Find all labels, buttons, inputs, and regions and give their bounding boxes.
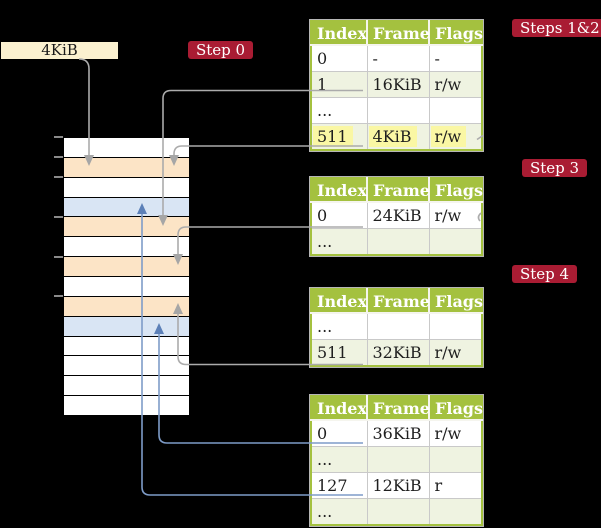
table-cell: ...	[311, 446, 368, 473]
table-cell: r/w	[428, 419, 482, 447]
table-cell: 16KiB	[366, 71, 430, 98]
memory-frame-row	[64, 237, 189, 258]
memory-frame-row	[64, 138, 189, 158]
table-cell: 24KiB	[366, 201, 430, 229]
table-cell: 511	[311, 339, 368, 366]
table-row: 0--	[311, 44, 482, 72]
table-row: ...	[311, 498, 482, 525]
memory-frame-row	[64, 277, 189, 297]
table-cell: 36KiB	[366, 419, 430, 447]
memory-frame-row	[64, 257, 189, 278]
steps-1-2-badge: Steps 1&2	[512, 19, 601, 37]
table-cell: -	[366, 44, 430, 72]
memory-frame-row	[64, 157, 189, 178]
column-header: Flags	[429, 21, 483, 46]
step-3-badge: Step 3	[522, 159, 588, 177]
step-0-badge: Step 0	[188, 41, 254, 59]
column-header: Frame	[367, 178, 430, 203]
memory-frame-row	[64, 217, 189, 238]
physical-memory-stack	[63, 137, 190, 416]
table-cell	[366, 312, 430, 340]
step-4-badge: Step 4	[512, 265, 578, 283]
table-row: ...	[311, 312, 482, 340]
table-cell	[428, 228, 482, 255]
table-cell: 0	[311, 419, 368, 447]
table-cell	[428, 97, 482, 124]
memory-frame-row	[64, 197, 189, 218]
table-cell	[366, 446, 430, 473]
table-cell	[366, 97, 430, 124]
memory-frame-row	[64, 177, 189, 198]
table-cell: ...	[311, 97, 368, 124]
table-row: ...	[311, 228, 482, 255]
table-cell	[366, 498, 430, 525]
table-cell: ...	[311, 498, 368, 525]
table-cell: 12KiB	[366, 472, 430, 499]
column-header: Flags	[429, 396, 483, 421]
memory-tick	[54, 295, 63, 298]
column-header: Flags	[429, 289, 483, 314]
memory-frame-row	[64, 396, 189, 416]
memory-tick	[54, 215, 63, 218]
column-header: Flags	[429, 178, 483, 203]
table-cell: 0	[311, 201, 368, 229]
memory-tick	[54, 255, 63, 258]
memory-tick	[54, 155, 63, 158]
column-header: Index	[311, 178, 368, 203]
column-header: Frame	[367, 396, 430, 421]
table-cell	[428, 446, 482, 473]
table-cell: 1	[311, 71, 368, 98]
frame-size-label: 4KiB	[1, 42, 118, 59]
highlighted-value: 4KiB	[368, 126, 417, 147]
memory-frame-row	[64, 316, 189, 337]
table-row: 511 4KiB r/w	[311, 123, 482, 150]
column-header: Index	[311, 21, 368, 46]
table-cell: r/w	[428, 339, 482, 366]
table-cell: 32KiB	[366, 339, 430, 366]
table-cell: -	[428, 44, 482, 72]
column-header: Frame	[367, 21, 430, 46]
table-cell: r/w	[428, 201, 482, 229]
table-cell: 4KiB	[366, 123, 430, 150]
memory-tick	[54, 175, 63, 178]
column-header: Index	[311, 289, 368, 314]
table-cell: ...	[311, 228, 368, 255]
table-cell	[366, 228, 430, 255]
table-cell: 127	[311, 472, 368, 499]
table-cell	[428, 312, 482, 340]
table-cell: 0	[311, 44, 368, 72]
column-header: Frame	[367, 289, 430, 314]
table-cell	[428, 498, 482, 525]
column-header: Index	[311, 396, 368, 421]
memory-frame-row	[64, 296, 189, 317]
table-cell: 511	[311, 123, 368, 150]
memory-frame-row	[64, 356, 189, 377]
table-cell: r	[428, 472, 482, 499]
table-cell: r/w	[428, 71, 482, 98]
memory-frame-row	[64, 336, 189, 357]
highlighted-value: r/w	[430, 126, 467, 147]
table-cell: r/w	[428, 123, 482, 150]
table-row: ...	[311, 446, 482, 473]
memory-tick	[54, 136, 63, 138]
table-cell: ...	[311, 312, 368, 340]
table-row: ...	[311, 97, 482, 124]
memory-frame-row	[64, 376, 189, 397]
highlighted-value: 511	[313, 126, 353, 147]
